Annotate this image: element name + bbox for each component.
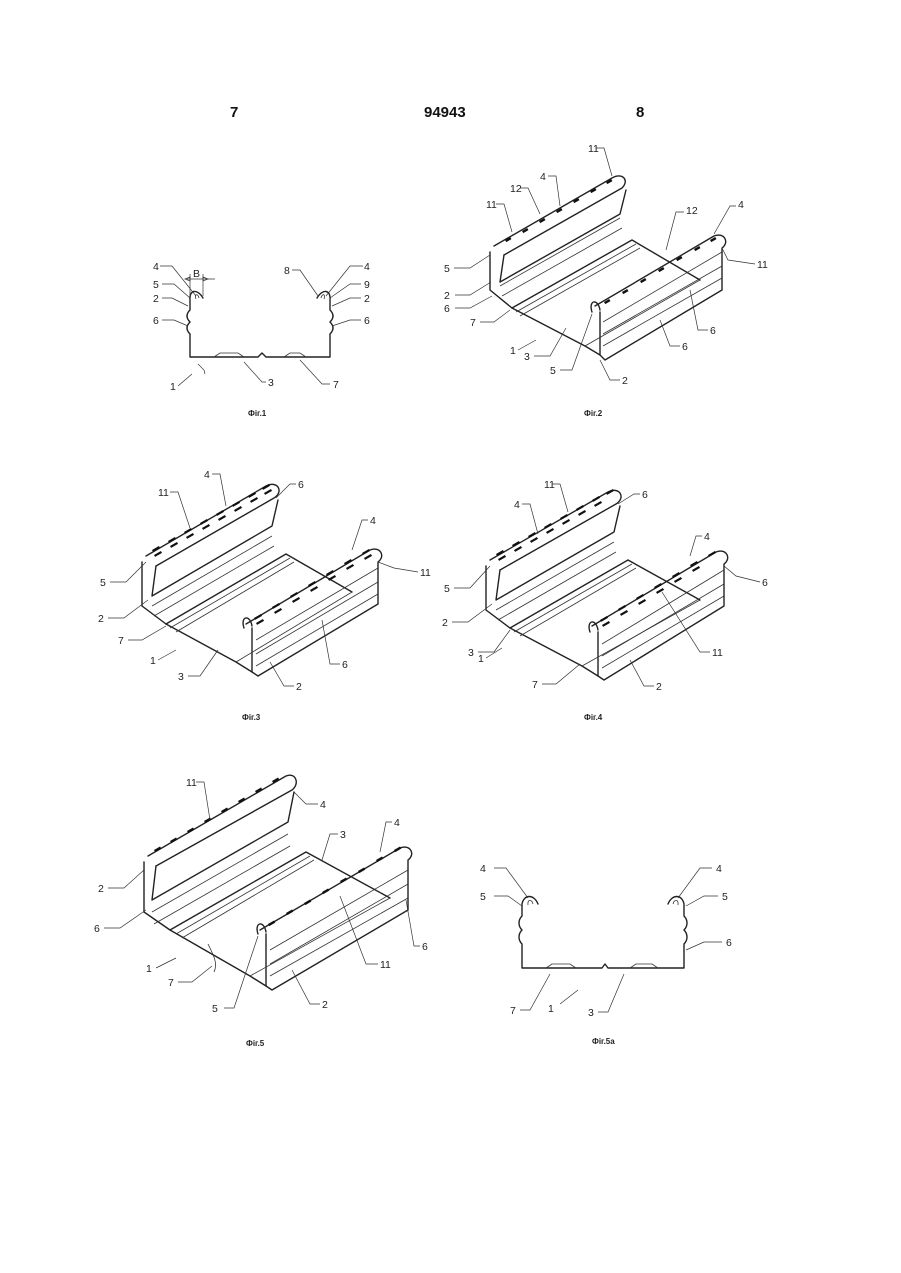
fig1-caption: Фіг.1 [248,409,267,418]
fig5a-label: 5 [480,891,486,903]
fig3-label: 4 [204,469,210,481]
fig2-label: 6 [682,341,688,353]
fig5a-profile [519,897,687,969]
fig3-label: 6 [298,479,304,491]
fig2-label: 6 [710,325,716,337]
fig5-label: 3 [340,829,346,841]
fig2-label: 12 [510,183,522,195]
fig5a-label: 6 [726,937,732,949]
fig3-label: 11 [158,487,169,499]
fig3-label: 1 [150,655,156,667]
fig3-label: 5 [100,577,106,589]
fig3-label: 2 [98,613,104,625]
fig3-label: 2 [296,681,302,693]
figure-2: 11 4 12 11 12 4 11 5 2 6 7 1 3 5 2 6 6 Ф… [444,143,768,418]
figure-5a: 4 5 4 5 6 7 1 3 Фіг.5а [480,863,732,1046]
fig2-label: 5 [444,263,450,275]
fig2-label: 5 [550,365,556,377]
fig4-label: 6 [762,577,768,589]
fig5a-label: 4 [716,863,722,875]
fig5-label: 4 [394,817,400,829]
fig5a-label: 1 [548,1003,554,1015]
fig5-label: 1 [146,963,152,975]
fig2-label: 2 [444,290,450,302]
fig5a-label: 5 [722,891,728,903]
fig1-profile [187,291,333,357]
fig5a-label: 7 [510,1005,516,1017]
fig2-label: 6 [444,303,450,315]
fig5-label: 5 [212,1003,218,1015]
fig1-label: 8 [284,265,290,277]
fig2-label: 4 [738,199,744,211]
fig2-label: 11 [757,259,768,271]
fig4-label: 1 [478,653,484,665]
fig4-label: 4 [514,499,520,511]
figure-5: 11 4 3 4 2 6 1 7 5 11 6 2 Фіг.5 [94,775,428,1048]
fig2-label: 11 [486,199,497,211]
fig2-label: 4 [540,171,546,183]
fig4-label: 7 [532,679,538,691]
figure-3: 4 11 6 5 2 7 1 3 4 11 2 6 Фіг.3 [98,469,431,722]
fig5-label: 2 [98,883,104,895]
fig4-label: 3 [468,647,474,659]
fig3-label: 4 [370,515,376,527]
fig3-label: 3 [178,671,184,683]
fig1-dimension-b: B [193,268,200,280]
fig3-perforations-left [152,484,272,557]
fig1-label: 6 [364,315,370,327]
fig3-caption: Фіг.3 [242,713,261,722]
fig1-label: 1 [170,381,176,393]
fig5-label: 11 [380,959,391,971]
fig2-label: 11 [588,143,599,155]
fig1-label: 4 [364,261,370,273]
fig1-label: 5 [153,279,159,291]
fig2-label: 3 [524,351,530,363]
fig2-caption: Фіг.2 [584,409,603,418]
fig1-label: 2 [364,293,370,305]
fig3-perforations-right [254,549,372,625]
fig5-label: 2 [322,999,328,1011]
fig4-caption: Фіг.4 [584,713,603,722]
fig5-label: 4 [320,799,326,811]
fig2-label: 12 [686,205,698,217]
fig1-label: 7 [333,379,339,391]
fig3-label: 11 [420,567,431,579]
fig5-caption: Фіг.5 [246,1039,265,1048]
fig2-label: 7 [470,317,476,329]
fig5-label: 6 [94,923,100,935]
fig5-perforations-left [154,778,279,853]
fig4-label: 11 [544,479,555,491]
fig5a-label: 4 [480,863,486,875]
fig5-label: 11 [186,777,197,789]
fig4-label: 6 [642,489,648,501]
fig2-label: 1 [510,345,516,357]
fig5a-caption: Фіг.5а [592,1037,615,1046]
fig4-label: 5 [444,583,450,595]
fig1-label: 4 [153,261,159,273]
fig5-label: 6 [422,941,428,953]
fig4-label: 2 [656,681,662,693]
fig1-label: 9 [364,279,370,291]
figure-4: 11 4 6 5 2 3 1 7 4 6 11 2 Фіг.4 [442,479,768,722]
figure-1: B 4 5 2 6 1 3 7 8 4 9 2 6 Фіг.1 [153,261,370,418]
fig4-label: 11 [712,647,723,659]
fig1-label: 2 [153,293,159,305]
fig5a-label: 3 [588,1007,594,1019]
fig4-label: 4 [704,531,710,543]
fig1-label: 3 [268,377,274,389]
fig2-label: 2 [622,375,628,387]
fig3-label: 6 [342,659,348,671]
fig3-label: 7 [118,635,124,647]
fig4-label: 2 [442,617,448,629]
fig1-label: 6 [153,315,159,327]
fig5-label: 7 [168,977,174,989]
